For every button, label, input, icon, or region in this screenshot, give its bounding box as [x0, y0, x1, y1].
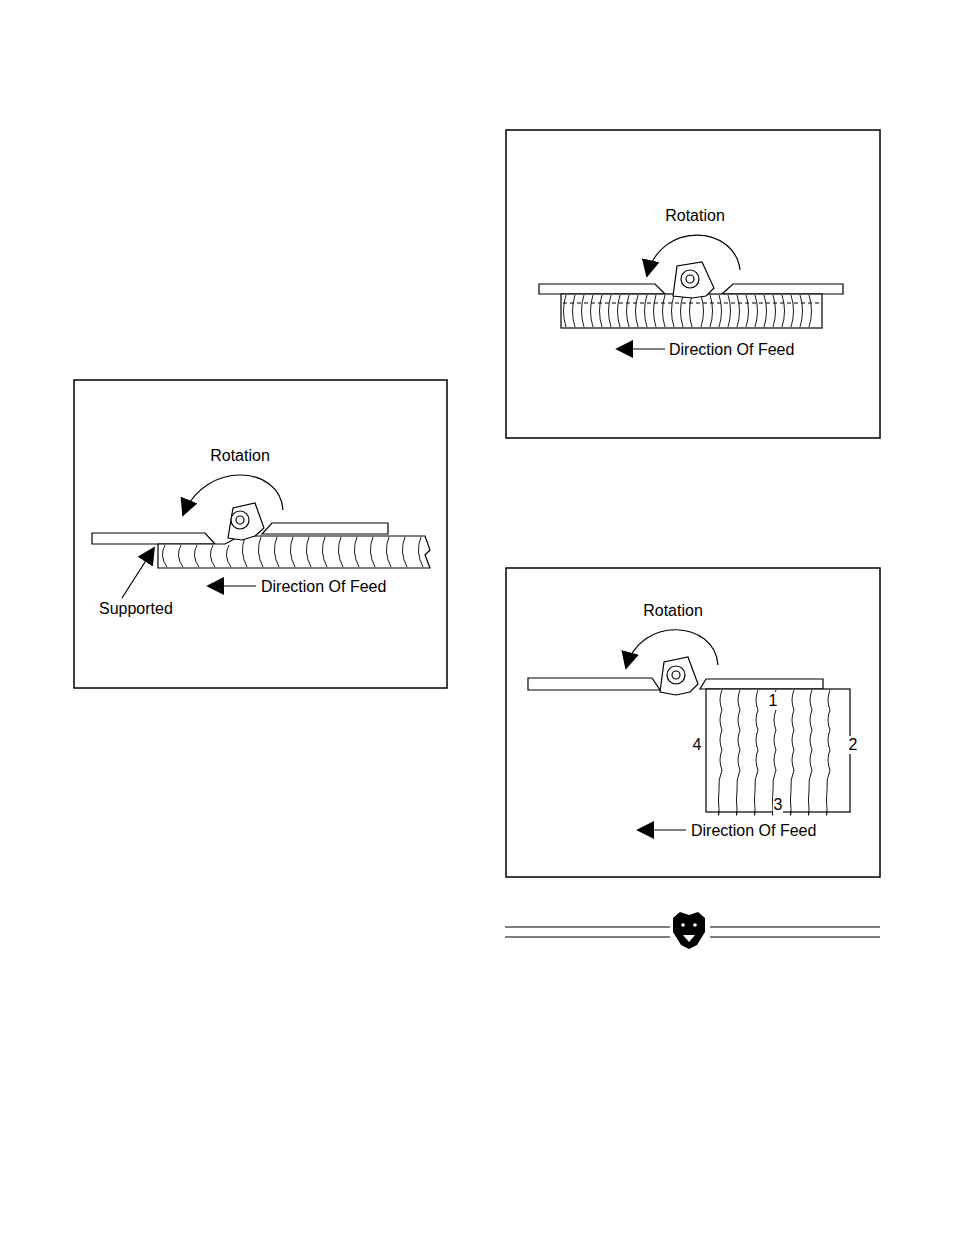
wood-grain [573, 295, 576, 327]
wood-grain [764, 295, 767, 327]
cutterhead-hub [667, 666, 685, 684]
wood-grain [636, 295, 639, 327]
wood-grain [290, 537, 295, 567]
rotation-label: Rotation [664, 207, 726, 225]
wood-grain [809, 690, 813, 815]
wood-grain [827, 690, 831, 815]
wood-grain [719, 690, 723, 815]
feed-label: Direction Of Feed [668, 341, 795, 359]
wood-grain [162, 545, 167, 567]
callout-number: 4 [692, 736, 703, 754]
cut-line [563, 302, 820, 303]
rotation-arrow [647, 235, 740, 276]
bear-logo [673, 912, 705, 949]
wood-grain [402, 537, 407, 567]
callout-number: 1 [768, 692, 779, 710]
wood-grain [791, 690, 795, 815]
figure-frame [506, 568, 880, 877]
wood-grain [242, 537, 247, 567]
feed-arrow [638, 829, 686, 830]
workpiece [561, 294, 822, 328]
wood-grain [809, 295, 812, 327]
workpiece [158, 536, 430, 568]
cutterhead [228, 503, 264, 540]
wood-grain [386, 537, 391, 567]
wood-grain [210, 545, 215, 567]
infeed-table [262, 523, 388, 534]
wood-grain [645, 295, 648, 327]
cutterhead-hub [681, 270, 699, 288]
figure-frame [506, 130, 880, 438]
rotation-label: Rotation [209, 447, 271, 465]
cutterhead [673, 262, 714, 298]
wood-grain [681, 295, 684, 327]
wood-grain [728, 295, 731, 327]
rotation-label: Rotation [642, 602, 704, 620]
wood-grain [274, 537, 279, 567]
workpiece [706, 689, 850, 812]
figure-frame [74, 380, 447, 688]
feed-label: Direction Of Feed [260, 578, 387, 596]
outfeed-table [92, 533, 215, 544]
feed-arrow [617, 348, 665, 349]
wood-grain [737, 295, 740, 327]
wood-grain [258, 537, 263, 567]
wood-grain [690, 295, 693, 327]
wood-grain [719, 295, 722, 327]
cutterhead-hub [236, 516, 244, 524]
wood-grain [306, 537, 311, 567]
wood-grain [418, 537, 423, 567]
wood-grain [564, 295, 567, 327]
leader-arrow [122, 548, 154, 598]
callout-label: Supported [98, 600, 174, 618]
rotation-arrow [626, 630, 718, 668]
feed-arrow [208, 585, 256, 586]
wood-grain [338, 537, 343, 567]
wood-grain [600, 295, 603, 327]
cutterhead [660, 657, 698, 695]
infeed-table [700, 679, 823, 689]
wood-grain [591, 295, 594, 327]
wood-grain [627, 295, 630, 327]
rotation-arrow [183, 475, 283, 515]
callout-number: 2 [848, 736, 859, 754]
wood-grain [800, 295, 803, 327]
callout-number: 3 [773, 796, 784, 814]
wood-grain [737, 690, 741, 815]
cutterhead-hub [672, 671, 680, 679]
wood-grain [755, 295, 758, 327]
cutterhead-hub [231, 511, 249, 529]
infeed-table [722, 284, 843, 294]
wood-grain [194, 545, 199, 567]
wood-grain [782, 295, 785, 327]
wood-grain [609, 295, 612, 327]
wood-grain [582, 295, 585, 327]
wood-grain [370, 537, 375, 567]
wood-grain [618, 295, 621, 327]
cutterhead-hub [686, 275, 694, 283]
wood-grain [791, 295, 794, 327]
wood-grain [746, 295, 749, 327]
wood-grain [701, 295, 704, 327]
wood-grain [710, 295, 713, 327]
wood-grain [755, 690, 759, 815]
outfeed-table [528, 678, 660, 690]
wood-grain [354, 537, 359, 567]
wood-grain [226, 545, 231, 567]
wood-grain [322, 537, 327, 567]
wood-grain [178, 545, 183, 567]
feed-label: Direction Of Feed [690, 822, 817, 840]
wood-grain [663, 295, 666, 327]
wood-grain [672, 295, 675, 327]
wood-grain [654, 295, 657, 327]
wood-grain [773, 295, 776, 327]
outfeed-table [539, 284, 665, 294]
